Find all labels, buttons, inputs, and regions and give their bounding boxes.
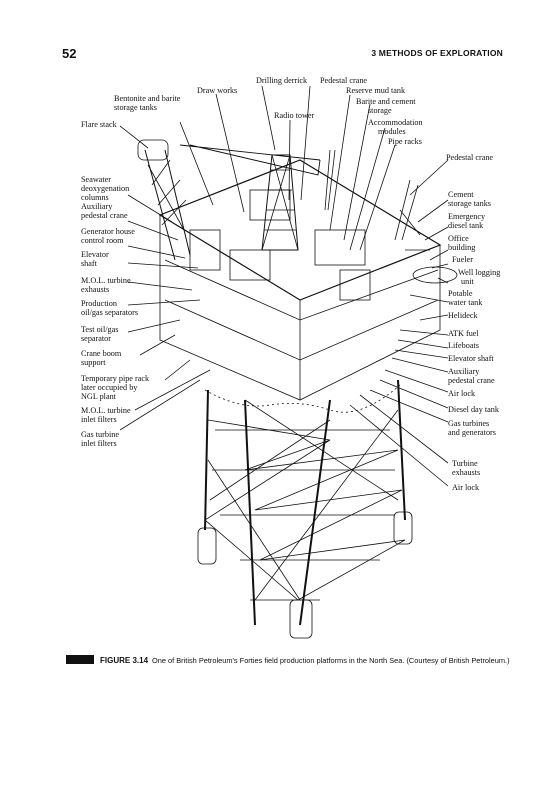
- label-office-1: Office: [448, 234, 469, 243]
- label-radio-tower: Radio tower: [274, 111, 315, 120]
- label-bentonite-barite-2: storage tanks: [114, 103, 157, 112]
- page-number: 52: [62, 46, 77, 61]
- label-turbine-exhausts-1: Turbine: [452, 459, 478, 468]
- label-emergency-1: Emergency: [448, 212, 486, 221]
- label-mol-exhausts-1: M.O.L. turbine: [81, 276, 131, 285]
- label-potable-1: Potable: [448, 289, 473, 298]
- label-pipe-racks: Pipe racks: [388, 137, 422, 146]
- label-crane-boom-1: Crane boom: [81, 349, 122, 358]
- label-elevator-left-1: Elevator: [81, 250, 109, 259]
- label-office-2: building: [448, 243, 475, 252]
- label-cement-1: Cement: [448, 190, 474, 199]
- label-fueler: Fueler: [452, 255, 473, 264]
- label-turbine-exhausts-2: exhausts: [452, 468, 480, 477]
- label-mol-inlet-1: M.O.L. turbine: [81, 406, 131, 415]
- label-well-logging-1: Well logging: [458, 268, 500, 277]
- label-temp-pipe-rack-2: later occupied by: [81, 383, 138, 392]
- label-lifeboats: Lifeboats: [448, 341, 479, 350]
- label-temp-pipe-rack-3: NGL plant: [81, 392, 117, 401]
- label-mol-exhausts-2: exhausts: [81, 285, 109, 294]
- label-pedestal-crane-right: Pedestal crane: [446, 153, 493, 162]
- label-seawater-1: Seawater: [81, 175, 111, 184]
- caption-text: One of British Petroleum's Forties field…: [152, 656, 510, 665]
- label-air-lock-2: Air lock: [452, 483, 480, 492]
- label-temp-pipe-rack-1: Temporary pipe rack: [81, 374, 150, 383]
- label-barite-cement-2: storage: [368, 106, 392, 115]
- label-seawater-2: deoxygenation: [81, 184, 129, 193]
- label-test-separator-1: Test oil/gas: [81, 325, 118, 334]
- label-crane-boom-2: support: [81, 358, 106, 367]
- label-bentonite-barite-1: Bentonite and barite: [114, 94, 181, 103]
- label-aux-crane-left-1: Auxiliary: [81, 202, 113, 211]
- label-diesel-day-tank: Diesel day tank: [448, 405, 500, 414]
- label-flare-stack: Flare stack: [81, 120, 118, 129]
- label-accommodation-1: Accommodation: [368, 118, 423, 127]
- label-helideck: Helideck: [448, 311, 478, 320]
- label-gas-turbine-inlet-2: inlet filters: [81, 439, 117, 448]
- label-air-lock-1: Air lock: [448, 389, 476, 398]
- label-gas-turbines-1: Gas turbines: [448, 419, 489, 428]
- label-barite-cement-1: Barite and cement: [356, 97, 416, 106]
- label-mol-inlet-2: inlet filters: [81, 415, 117, 424]
- label-generator-house-1: Generator house: [81, 227, 135, 236]
- label-elevator-right: Elevator shaft: [448, 354, 494, 363]
- label-gas-turbine-inlet-1: Gas turbine: [81, 430, 119, 439]
- label-elevator-left-2: shaft: [81, 259, 98, 268]
- label-draw-works: Draw works: [197, 86, 237, 95]
- label-accommodation-2: modules: [378, 127, 406, 136]
- label-seawater-3: columns: [81, 193, 109, 202]
- label-cement-2: storage tanks: [448, 199, 491, 208]
- label-drilling-derrick: Drilling derrick: [256, 76, 308, 85]
- label-aux-crane-right-1: Auxiliary: [448, 367, 480, 376]
- label-gas-turbines-2: and generators: [448, 428, 496, 437]
- caption-marker: [66, 655, 94, 664]
- label-well-logging-2: unit: [461, 277, 474, 286]
- label-generator-house-2: control room: [81, 236, 124, 245]
- label-aux-crane-left-2: pedestal crane: [81, 211, 128, 220]
- label-production-1: Production: [81, 299, 117, 308]
- label-test-separator-2: separator: [81, 334, 111, 343]
- figure-labels: Drilling derrick Pedestal crane Draw wor…: [81, 76, 500, 492]
- label-atk-fuel: ATK fuel: [448, 329, 479, 338]
- running-head: 3 METHODS OF EXPLORATION: [371, 48, 503, 58]
- label-production-2: oil/gas separators: [81, 308, 138, 317]
- label-reserve-mud-tank: Reserve mud tank: [346, 86, 406, 95]
- caption-label: FIGURE 3.14: [100, 656, 149, 665]
- label-pedestal-crane-top: Pedestal crane: [320, 76, 367, 85]
- label-aux-crane-right-2: pedestal crane: [448, 376, 495, 385]
- label-potable-2: water tank: [448, 298, 483, 307]
- label-emergency-2: diesel tank: [448, 221, 484, 230]
